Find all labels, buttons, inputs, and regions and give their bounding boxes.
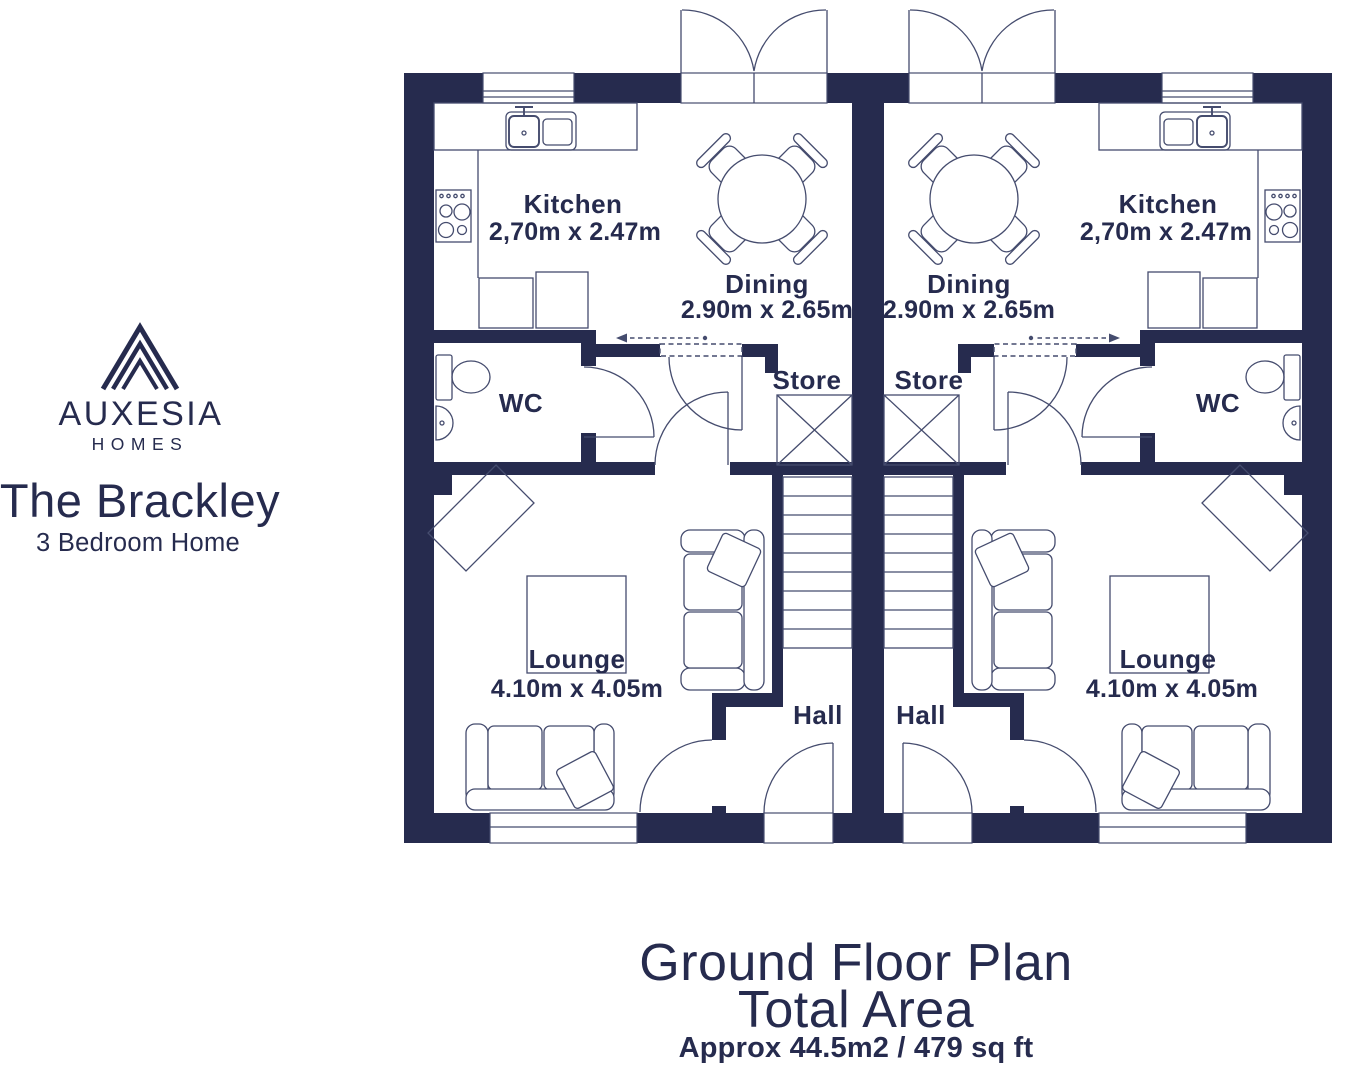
sidebar-brand: AUXESIA HOMES The Brackley 3 Bedroom Hom…: [0, 322, 280, 557]
room-dims-lounge-right: 4.10m x 4.05m: [1086, 675, 1258, 703]
room-label-kitchen-left: Kitchen: [524, 189, 623, 219]
room-label-wc-right: WC: [1196, 388, 1240, 418]
plan-name: The Brackley: [0, 474, 280, 527]
room-label-kitchen-right: Kitchen: [1119, 189, 1218, 219]
room-dims-kitchen-left: 2,70m x 2.47m: [489, 218, 661, 246]
footer-titles: Ground Floor Plan Total Area Approx 44.5…: [639, 934, 1072, 1064]
footer-title: Ground Floor Plan: [639, 934, 1072, 992]
room-dims-dining-left: 2.90m x 2.65m: [681, 296, 853, 324]
brand-name: AUXESIA: [59, 395, 224, 433]
brand-tagline: HOMES: [92, 434, 189, 454]
footer-subtitle: Total Area: [738, 981, 974, 1039]
room-label-hall-left: Hall: [793, 700, 843, 730]
plan-subtitle: 3 Bedroom Home: [36, 529, 240, 557]
room-dims-lounge-left: 4.10m x 4.05m: [491, 675, 663, 703]
room-label-wc-left: WC: [499, 388, 543, 418]
room-labels: Kitchen 2,70m x 2.47m Dining 2.90m x 2.6…: [489, 189, 1258, 730]
auxesia-logo-icon: [100, 322, 180, 391]
room-label-dining-left: Dining: [725, 269, 809, 299]
room-label-store-left: Store: [773, 365, 842, 395]
footer-area: Approx 44.5m2 / 479 sq ft: [679, 1032, 1034, 1064]
room-label-lounge-left: Lounge: [529, 644, 626, 674]
room-label-store-right: Store: [895, 365, 964, 395]
room-label-dining-right: Dining: [927, 269, 1011, 299]
room-label-lounge-right: Lounge: [1120, 644, 1217, 674]
room-label-hall-right: Hall: [896, 700, 946, 730]
room-dims-kitchen-right: 2,70m x 2.47m: [1080, 218, 1252, 246]
room-dims-dining-right: 2.90m x 2.65m: [883, 296, 1055, 324]
